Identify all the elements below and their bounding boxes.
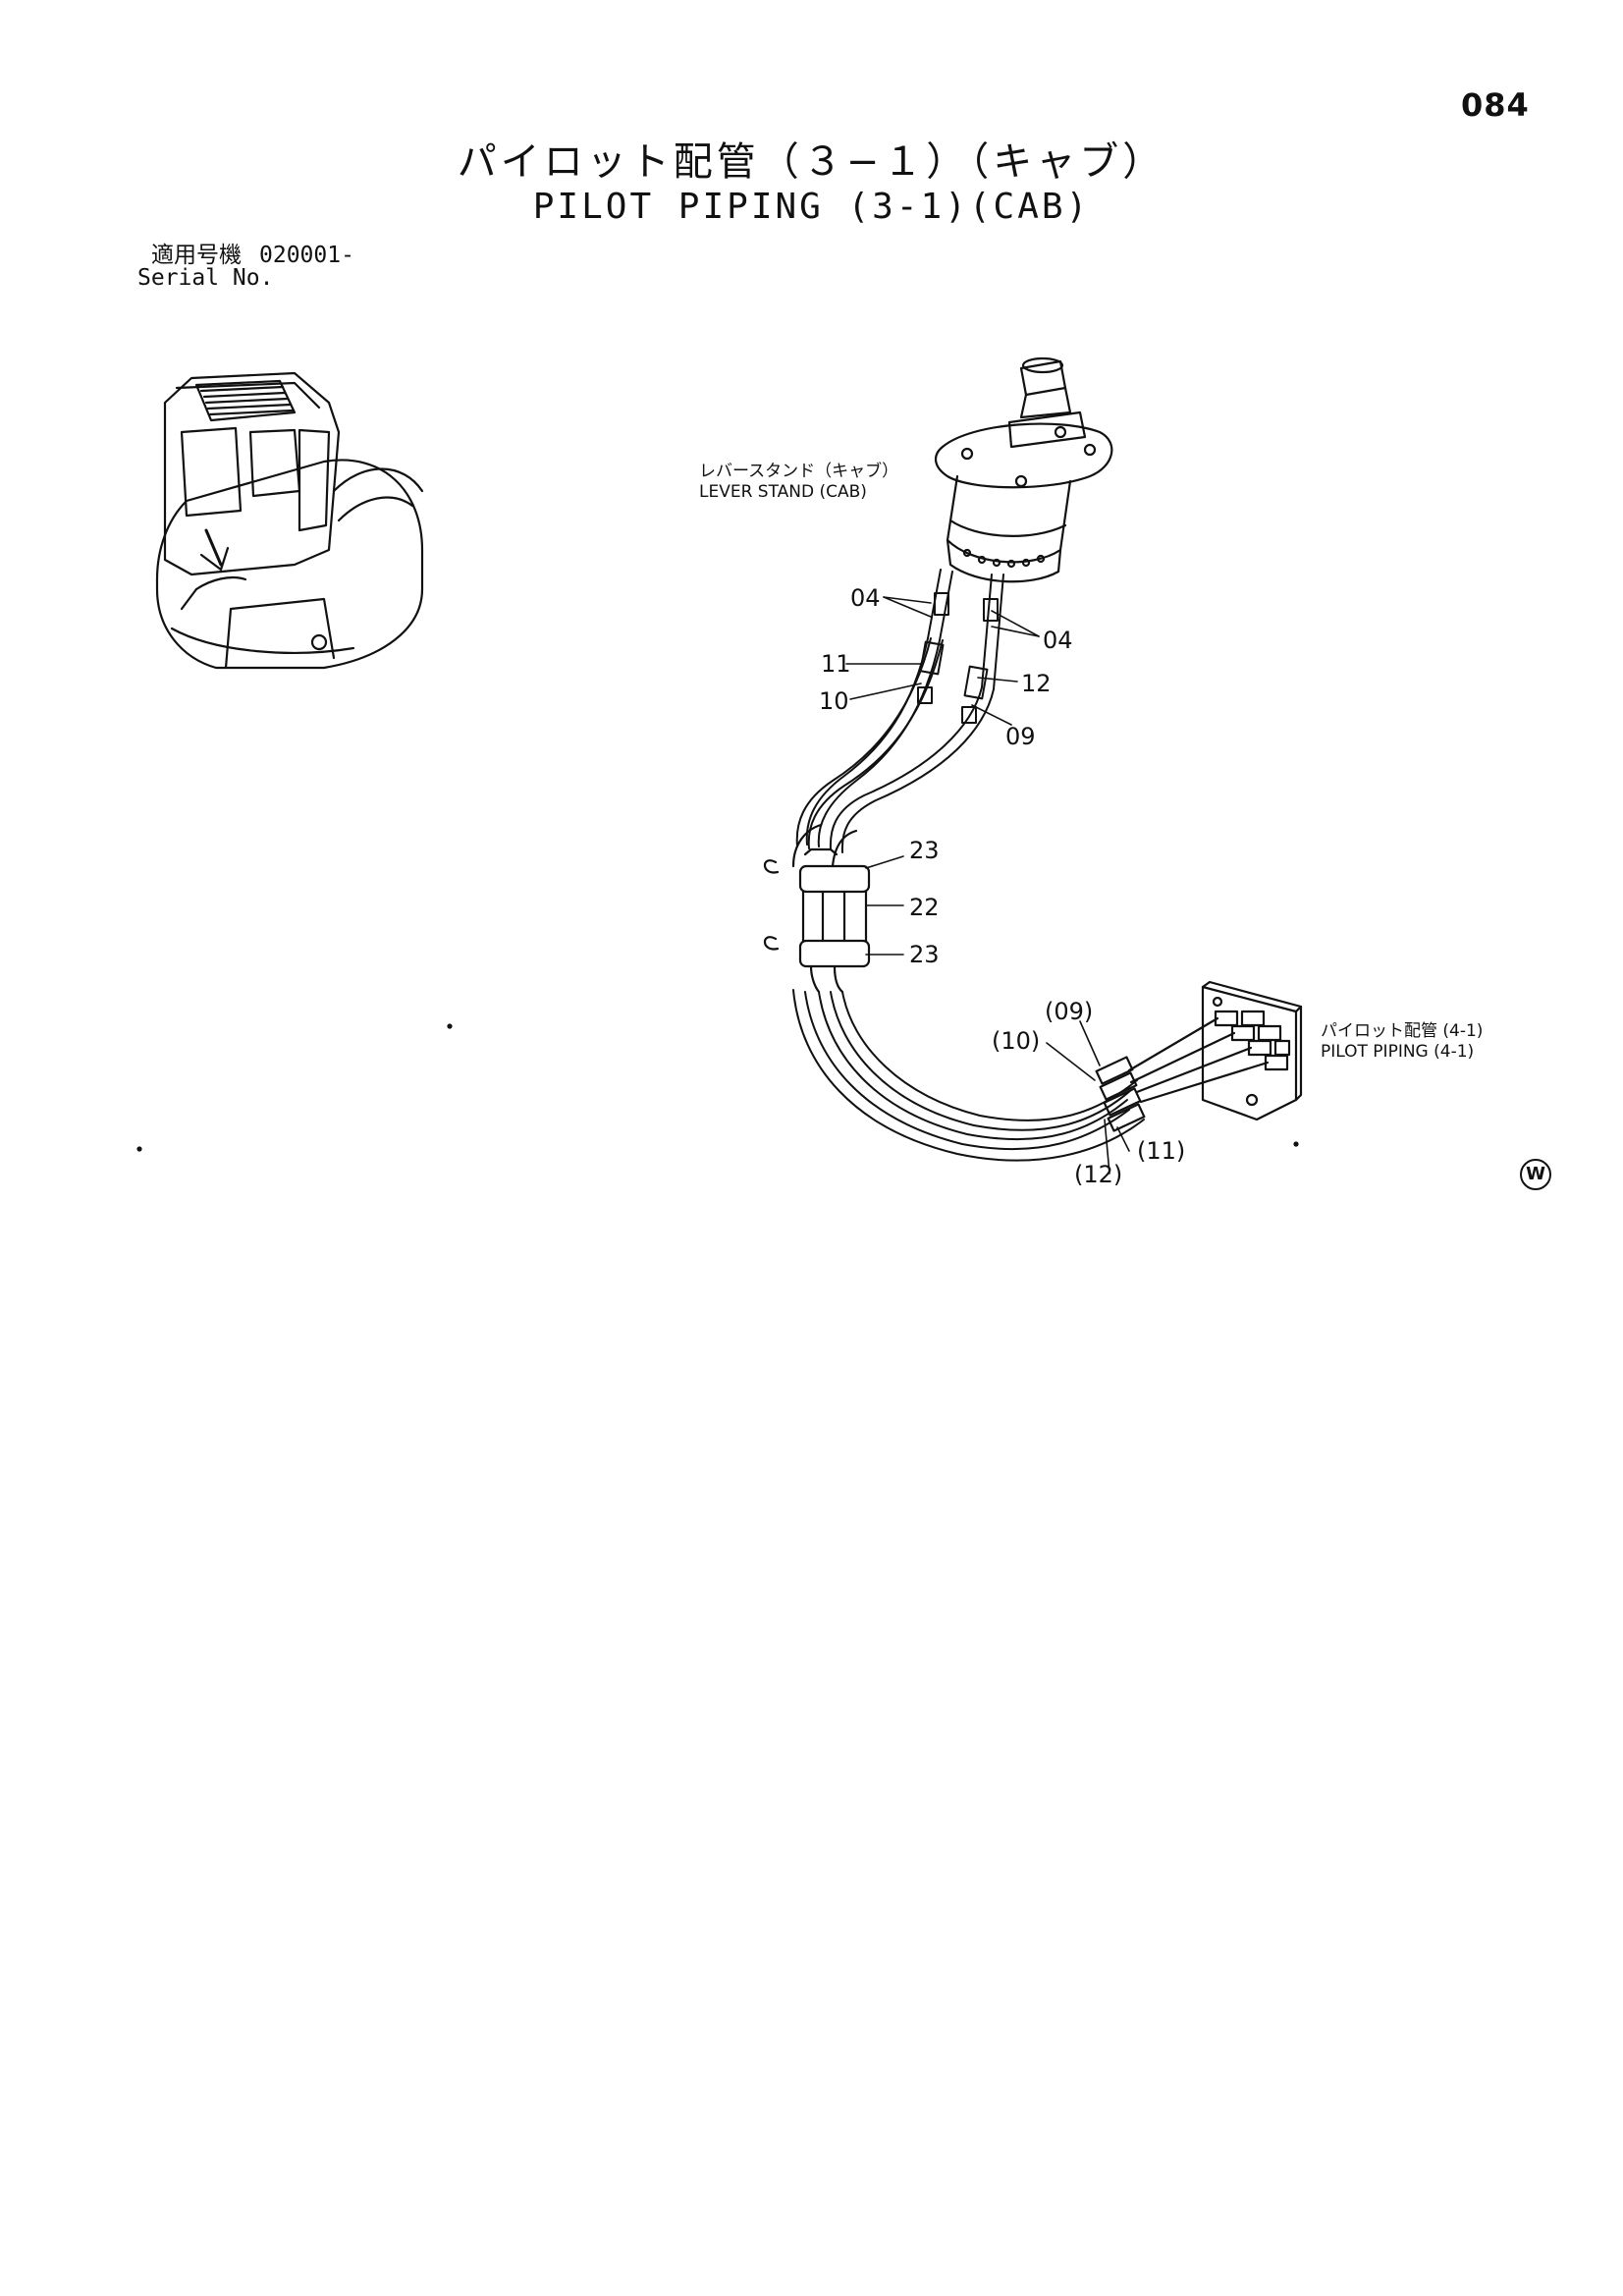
serial-label-en: Serial No.: [137, 265, 274, 291]
lever-stand-label-jp: レバースタンド（キャブ）: [699, 462, 899, 481]
callout-22: 22: [909, 894, 940, 921]
serial-label-jp-text: 適用号機: [151, 243, 242, 268]
serial-label-jp: 適用号機 020001-: [151, 236, 354, 269]
callout-10: 10: [819, 687, 849, 715]
lever-stand-illustration: [935, 356, 1113, 583]
page-title-jp: パイロット配管（３−１）（キャブ）: [457, 139, 1166, 185]
callout-23-top: 23: [909, 837, 940, 864]
pilot-piping-label-jp: パイロット配管 (4-1): [1321, 1021, 1484, 1041]
callout-04-right: 04: [1043, 627, 1073, 654]
lever-stand-label: レバースタンド（キャブ） LEVER STAND (CAB): [699, 462, 898, 503]
excavator-cab-illustration: [155, 371, 424, 670]
callout-23-bottom: 23: [909, 941, 940, 968]
callout-11: 11: [821, 650, 851, 678]
pilot-piping-label-en: PILOT PIPING (4-1): [1321, 1042, 1475, 1062]
page-number: 084: [1461, 86, 1530, 124]
callout-10-ref: (10): [992, 1027, 1041, 1055]
lever-stand-label-en: LEVER STAND (CAB): [699, 482, 867, 502]
pilot-piping-label: パイロット配管 (4-1) PILOT PIPING (4-1): [1321, 1021, 1483, 1063]
page-title-en: PILOT PIPING (3-1)(CAB): [532, 187, 1091, 227]
callout-leaders: [845, 596, 1130, 1175]
callout-09: 09: [1005, 723, 1036, 750]
clamp-assembly: [763, 823, 871, 994]
circled-w-mark: W: [1520, 1159, 1551, 1190]
pilot-piping-block: [1095, 980, 1303, 1132]
serial-value: 020001-: [259, 243, 354, 268]
pilot-hoses: [792, 569, 1145, 1162]
callout-12-ref: (12): [1074, 1161, 1123, 1188]
callout-11-ref: (11): [1137, 1137, 1186, 1165]
callout-12: 12: [1021, 670, 1052, 697]
callout-04-left: 04: [850, 584, 881, 612]
callout-09-ref: (09): [1045, 998, 1094, 1025]
